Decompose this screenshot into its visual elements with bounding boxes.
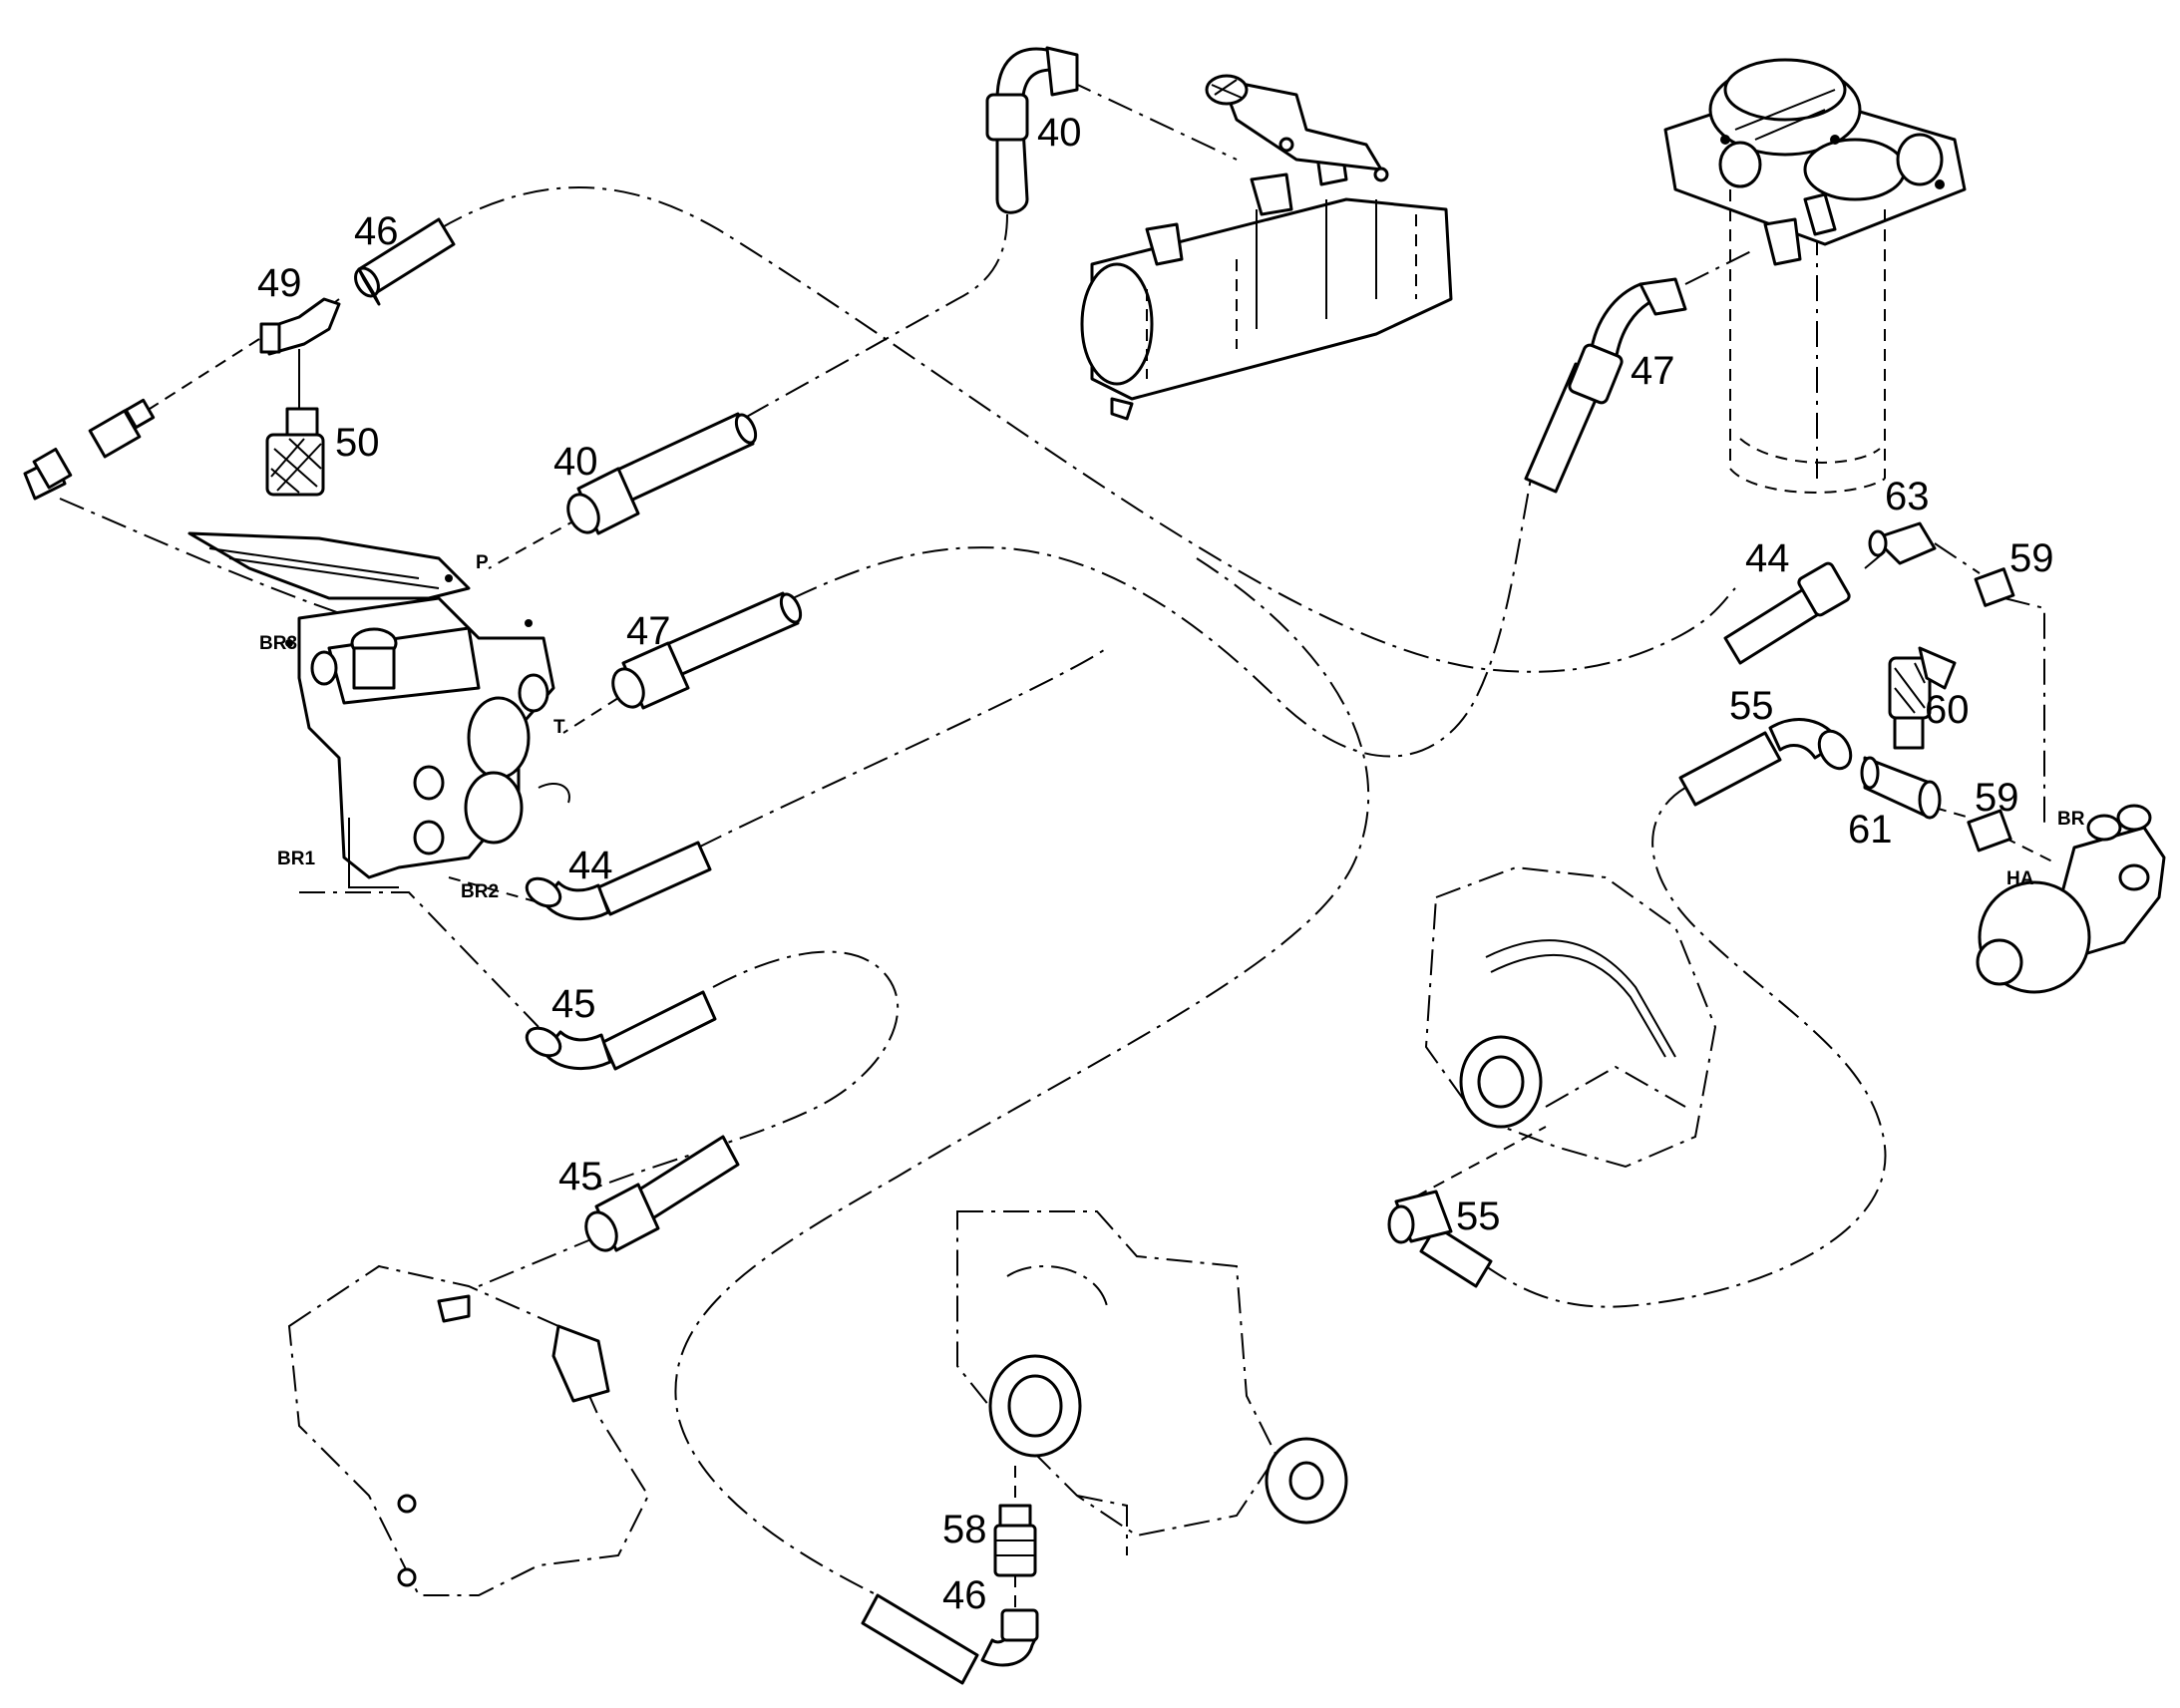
- callout-59-upper: 59: [2009, 536, 2054, 580]
- callout-55-lower: 55: [1456, 1195, 1501, 1238]
- callout-45-upper: 45: [551, 982, 596, 1026]
- adapter-59-lower: [1967, 809, 2012, 853]
- front-axle-housing: [956, 1210, 1348, 1555]
- elbow-63: [1868, 521, 1937, 565]
- port-label-br: BR: [2057, 809, 2085, 830]
- tee-61: [1860, 756, 1942, 820]
- hose-40-top: [985, 46, 1079, 214]
- callout-61: 61: [1848, 808, 1893, 852]
- brake-pedal-valve: [187, 531, 570, 888]
- port-label-p: P: [476, 552, 489, 573]
- callout-45-lower: 45: [558, 1155, 603, 1198]
- test-coupling-50: [265, 407, 325, 497]
- hose-44-right: [1723, 561, 1851, 665]
- adapter-fittings-left: [23, 398, 156, 501]
- callout-47-right: 47: [1631, 349, 1675, 393]
- hose-45-upper: [525, 990, 717, 1071]
- hose-40-middle: [566, 412, 758, 535]
- callout-44-right: 44: [1745, 536, 1790, 580]
- port-label-br3: BR3: [259, 633, 298, 654]
- port-label-t: T: [553, 717, 565, 738]
- callout-58: 58: [942, 1508, 987, 1551]
- callout-50: 50: [335, 421, 380, 465]
- hose-44-left: [525, 841, 712, 921]
- callout-44-left: 44: [568, 844, 613, 887]
- brake-valve-accumulator: [1976, 804, 2166, 994]
- coupling-60: [1888, 646, 1957, 750]
- hose-47-middle: [611, 591, 803, 710]
- adapter-59-upper: [1974, 567, 2015, 607]
- callout-59-lower: 59: [1975, 776, 2019, 820]
- hose-47-right: [1524, 277, 1687, 494]
- adapter-58: [993, 1504, 1037, 1577]
- transmission-housing: [287, 1264, 650, 1596]
- port-label-ha: HA: [2006, 868, 2034, 889]
- hydraulic-pump: [1080, 74, 1453, 421]
- return-filter-tank: [1663, 58, 1967, 494]
- hose-46-top: [354, 217, 456, 306]
- callout-63: 63: [1885, 475, 1930, 518]
- callout-49: 49: [257, 261, 302, 305]
- callout-40-top: 40: [1037, 111, 1082, 155]
- callout-55-right: 55: [1729, 684, 1774, 728]
- hose-55-lower: [1387, 1190, 1493, 1288]
- callout-47-middle: 47: [626, 609, 671, 653]
- port-label-br1: BR1: [277, 849, 316, 869]
- callout-60: 60: [1925, 688, 1970, 732]
- tee-fitting-49: [259, 297, 341, 356]
- callout-46-bottom: 46: [942, 1573, 987, 1617]
- callout-40-middle: 40: [553, 440, 598, 484]
- callout-46-top: 46: [354, 209, 399, 253]
- port-label-br2: BR2: [461, 881, 500, 902]
- hose-45-lower: [584, 1135, 740, 1252]
- hose-46-bottom: [861, 1593, 1039, 1685]
- hose-55-right: [1678, 718, 1853, 807]
- rear-axle-housing: [1424, 865, 1717, 1169]
